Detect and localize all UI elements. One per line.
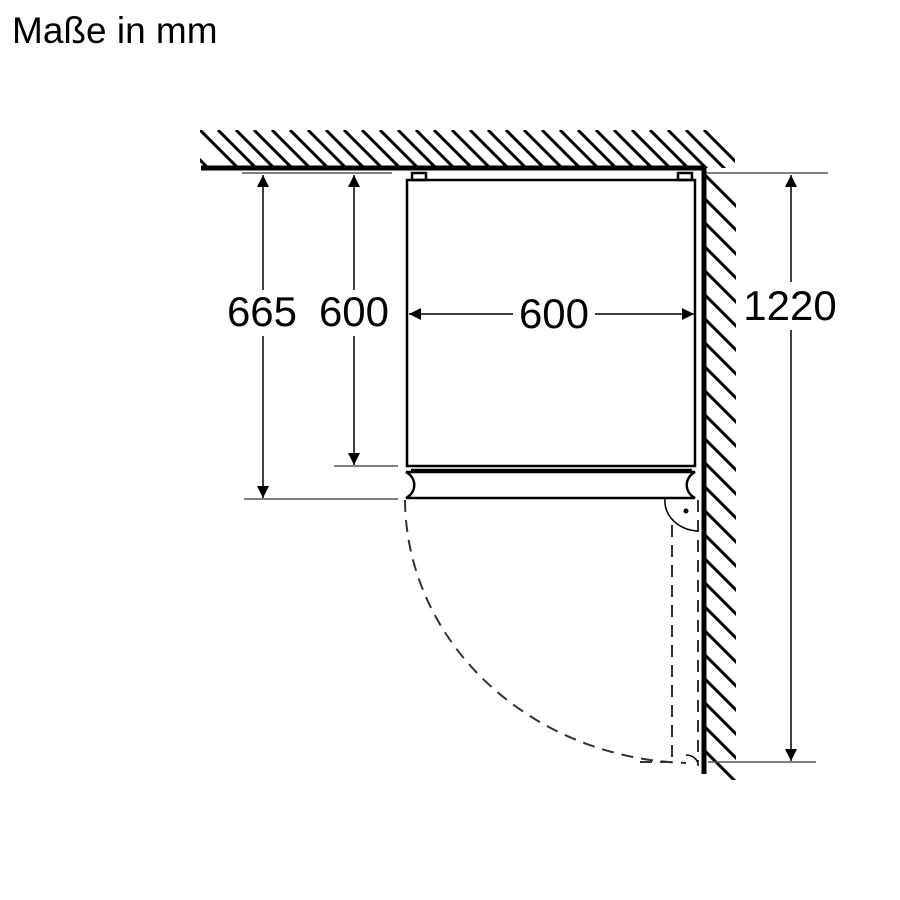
dimension-label-665: 665 xyxy=(227,288,297,335)
dimension-label-600-width: 600 xyxy=(519,290,589,337)
door-swing xyxy=(404,499,699,764)
side-wall xyxy=(704,171,736,780)
dimension-label-1220: 1220 xyxy=(743,282,836,329)
page-title: Maße in mm xyxy=(12,10,218,51)
top-wall xyxy=(200,130,735,168)
dimension-label-600-depth: 600 xyxy=(319,288,389,335)
appliance-door xyxy=(405,470,696,500)
hinge-angle-marker xyxy=(664,498,699,767)
appliance-body xyxy=(405,171,697,472)
extension-lines xyxy=(242,172,828,763)
